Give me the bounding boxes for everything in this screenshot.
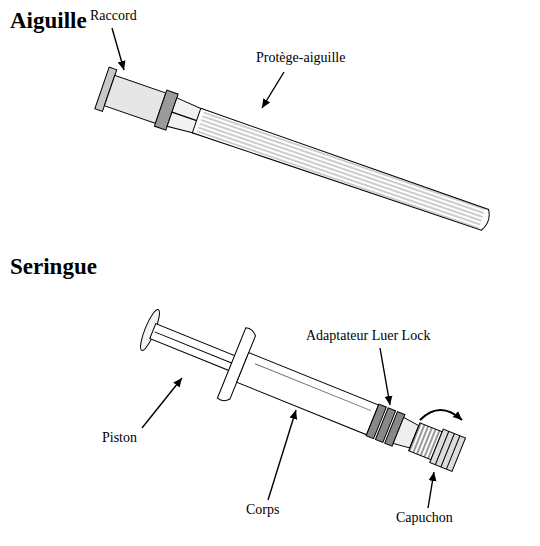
section-heading: Aiguille [10, 8, 87, 34]
part-label: Capuchon [396, 510, 453, 526]
needle-drawing [95, 67, 496, 242]
rotation-arrow [420, 410, 462, 420]
syringe-drawing [131, 292, 473, 490]
section-heading: Seringue [10, 254, 97, 280]
part-label: Raccord [90, 8, 137, 24]
part-label: Corps [246, 502, 279, 518]
leader-lines [112, 28, 434, 508]
part-label: Protège-aiguille [256, 50, 345, 66]
part-label: Piston [102, 430, 137, 446]
part-label: Adaptateur Luer Lock [306, 328, 430, 344]
